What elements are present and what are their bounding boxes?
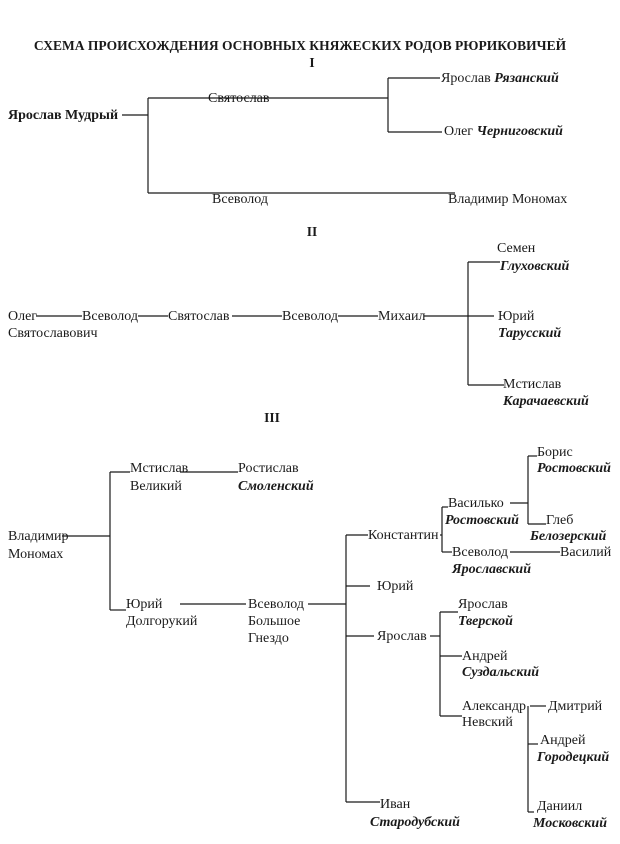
person-oleg-patronymic: Святославович [8, 326, 98, 341]
person-yury-dolgoruky-line2: Долгорукий [126, 614, 198, 629]
person-vsevolod-3-line2: Большое [248, 614, 300, 629]
person-vasily: Василий [560, 545, 612, 560]
person-mstislav-2-epithet: Карачаевский [502, 394, 589, 409]
person-dmitry: Дмитрий [548, 699, 603, 714]
section-2: II Олег Святославович Всеволод Святослав… [8, 224, 589, 409]
person-semen: Семен [497, 241, 536, 256]
person-vsevolod: Всеволод [212, 192, 268, 207]
section-3: III [8, 410, 612, 831]
person-boris: Борис [537, 445, 573, 460]
person-ivan: Иван [380, 797, 411, 812]
person-vsevolod-3-line3: Гнездо [248, 631, 289, 646]
person-vladimir-monomakh: Владимир Мономах [448, 192, 567, 207]
person-andrey-suzdalsky: Андрей [462, 649, 508, 664]
section-3-lines [62, 455, 560, 813]
person-yaroslav-tverskoy-epithet: Тверской [458, 614, 513, 629]
person-daniil-epithet: Московский [532, 816, 607, 831]
diagram-title: СХЕМА ПРОИСХОЖДЕНИЯ ОСНОВНЫХ КНЯЖЕСКИХ Р… [34, 38, 567, 53]
person-andrey-gorodetsky: Андрей [540, 733, 586, 748]
person-svyatoslav: Святослав [208, 91, 270, 106]
person-konstantin: Константин [368, 528, 439, 543]
person-yury-2: Юрий [498, 309, 535, 324]
person-boris-epithet: Ростовский [537, 461, 611, 476]
person-yury-dolgoruky: Юрий [126, 597, 163, 612]
section-1-numeral: I [309, 55, 314, 70]
person-yury-2-epithet: Тарусский [498, 326, 561, 341]
person-mstislav-3: Мстислав [130, 461, 189, 476]
section-1: I Ярослав Мудрый Святослав Ярослав Рязан… [8, 55, 567, 207]
person-oleg-chernigovsky: Олег Черниговский [444, 124, 563, 139]
person-ivan-epithet: Стародубский [370, 815, 460, 830]
section-2-lines [36, 261, 504, 386]
section-3-numeral: III [264, 410, 280, 425]
person-yaroslav-ryazansky: Ярослав Рязанский [441, 71, 559, 86]
person-andrey-gorodetsky-epithet: Городецкий [536, 750, 609, 765]
person-vasilko-epithet: Ростовский [445, 513, 519, 528]
person-yaroslav-mudry: Ярослав Мудрый [8, 108, 118, 123]
person-yury-3: Юрий [377, 579, 414, 594]
person-vladimir-line2: Мономах [8, 547, 63, 562]
person-semen-epithet: Глуховский [499, 259, 570, 274]
person-mstislav-2: Мстислав [503, 377, 562, 392]
person-yaroslav-3: Ярослав [377, 629, 427, 644]
person-yaroslav-tverskoy: Ярослав [458, 597, 508, 612]
section-2-numeral: II [307, 224, 318, 239]
person-mstislav-3-line2: Великий [130, 479, 182, 494]
person-gleb: Глеб [546, 513, 573, 528]
person-oleg: Олег [8, 309, 37, 324]
person-gleb-epithet: Белозерский [529, 529, 607, 544]
person-alexander: Александр [462, 699, 526, 714]
section-1-lines [122, 77, 455, 194]
person-vsevolod-yaroslavsky-epithet: Ярославский [451, 562, 531, 577]
person-daniil: Даниил [537, 799, 582, 814]
person-vsevolod-b: Всеволод [282, 309, 338, 324]
person-mikhail: Михаил [378, 309, 425, 324]
person-svyatoslav-2: Святослав [168, 309, 230, 324]
person-vasilko: Василько [448, 496, 504, 511]
person-alexander-line2: Невский [462, 715, 513, 730]
person-vladimir: Владимир [8, 529, 69, 544]
person-andrey-suzdalsky-epithet: Суздальский [462, 665, 539, 680]
person-vsevolod-3: Всеволод [248, 597, 304, 612]
person-vsevolod-a: Всеволод [82, 309, 138, 324]
person-rostislav-epithet: Смоленский [238, 479, 314, 494]
person-rostislav: Ростислав [238, 461, 299, 476]
person-vsevolod-yaroslavsky: Всеволод [452, 545, 508, 560]
